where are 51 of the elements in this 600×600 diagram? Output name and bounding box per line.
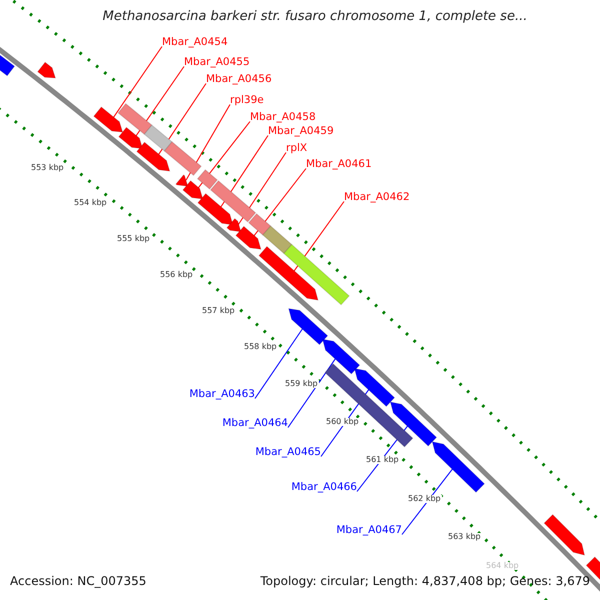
scale-label: 564 kbp <box>485 562 520 570</box>
gene-label: Mbar_A0459 <box>268 126 334 136</box>
gene-marker <box>432 441 486 493</box>
gene-label: Mbar_A0456 <box>206 74 272 84</box>
gene-marker <box>136 142 170 172</box>
scale-label: 559 kbp <box>284 380 319 388</box>
gene-marker <box>182 180 204 200</box>
gene-label: Mbar_A0454 <box>162 37 228 48</box>
gene-marker <box>197 192 234 226</box>
leader-line <box>254 326 304 399</box>
gene-marker <box>288 308 328 346</box>
scale-label: 555 kbp <box>116 235 151 243</box>
scale-label: 557 kbp <box>201 307 236 315</box>
gene-label: rplX <box>286 143 308 154</box>
genome-info-text: Topology: circular; Length: 4,837,408 bp; Genes: 3,679 <box>260 575 590 587</box>
gene-label: Mbar_A0465 <box>255 447 321 458</box>
gene-label: Mbar_A0464 <box>222 418 288 428</box>
gene-marker <box>235 226 262 250</box>
leader-line <box>238 152 286 226</box>
gene-marker <box>93 106 124 133</box>
leader-line <box>196 121 250 190</box>
leader-line <box>186 104 230 181</box>
scale-label: 562 kbp <box>407 495 442 503</box>
gene-marker <box>258 246 319 301</box>
gene-marker <box>175 174 188 187</box>
gene-label: Mbar_A0455 <box>184 57 250 68</box>
gene-marker <box>322 338 360 375</box>
gene-label: rpl39e <box>230 95 264 106</box>
gene-marker <box>390 401 438 447</box>
scale-label: 563 kbp <box>447 533 482 541</box>
leader-line <box>252 168 306 238</box>
gene-marker <box>354 368 396 408</box>
gene-label: Mbar_A0461 <box>306 159 372 170</box>
accession-text: Accession: NC_007355 <box>10 575 146 587</box>
scale-label: 554 kbp <box>73 199 108 207</box>
leader-line <box>402 466 454 535</box>
chart-title: Methanosarcina barkeri str. fusaro chromosome 1, complete se... <box>102 10 528 23</box>
gene-label: Mbar_A0462 <box>344 192 410 202</box>
scale-label: 560 kbp <box>325 418 360 426</box>
scale-label: 558 kbp <box>243 343 278 351</box>
gene-label: Mbar_A0466 <box>291 482 357 492</box>
scale-label: 556 kbp <box>159 271 194 279</box>
scale-label: 561 kbp <box>365 456 400 464</box>
gene-label: Mbar_A0458 <box>250 112 316 122</box>
leader-line <box>134 66 184 138</box>
gene-label: Mbar_A0463 <box>189 389 255 400</box>
gene-label: Mbar_A0467 <box>336 525 402 536</box>
gene-marker <box>118 126 144 150</box>
gene-marker <box>226 218 242 232</box>
scale-label: 553 kbp <box>30 164 65 172</box>
leader-line <box>112 46 162 120</box>
